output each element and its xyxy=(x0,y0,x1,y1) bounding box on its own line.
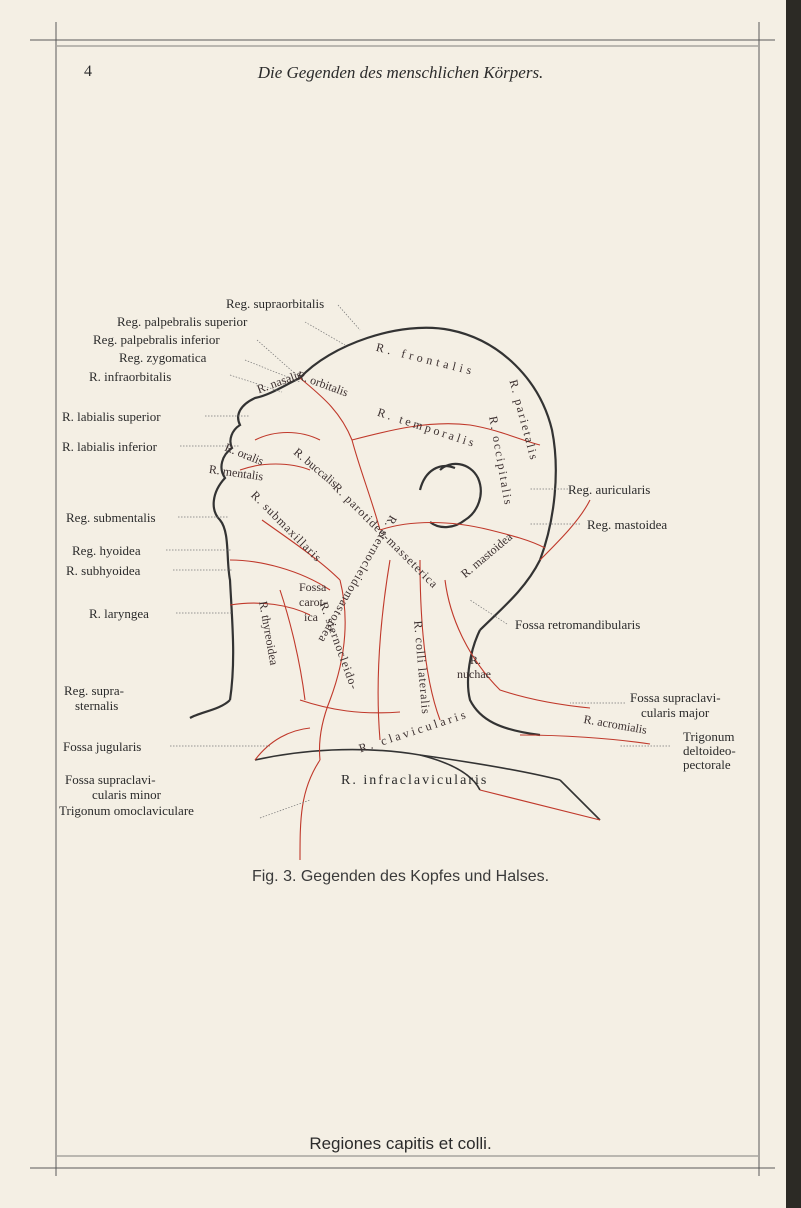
label-r-infraorbitalis: R. infraorbitalis xyxy=(89,369,172,384)
plate-title: Regiones capitis et colli. xyxy=(309,1134,492,1153)
label-trigonum-deltoideopectorale-2: deltoideo- xyxy=(683,743,736,758)
region-lines xyxy=(229,377,651,861)
leader-lines xyxy=(166,304,670,819)
page-title: Die Gegenden des menschlichen Körpers. xyxy=(257,63,544,82)
label-r-infraclavicularis: R. infraclavicularis xyxy=(341,773,489,788)
label-r-nuchae-2: nuchae xyxy=(457,667,491,681)
label-fossa-supraclavicularis-major-2: cularis major xyxy=(641,705,710,720)
label-fossa-carotica-1: Fossa xyxy=(299,580,327,594)
label-fossa-retromandibularis: Fossa retromandibularis xyxy=(515,617,641,632)
label-reg-suprasternalis-1: Reg. supra- xyxy=(64,683,124,698)
label-reg-supraorbitalis: Reg. supraorbitalis xyxy=(226,296,325,311)
label-reg-suprasternalis-2: sternalis xyxy=(75,698,119,713)
label-reg-mastoidea: Reg. mastoidea xyxy=(587,517,668,532)
label-reg-palpebralis-superior: Reg. palpebralis superior xyxy=(117,314,248,329)
label-r-labialis-inferior: R. labialis inferior xyxy=(62,439,157,454)
label-fossa-supraclavicularis-minor-2: cularis minor xyxy=(92,787,161,802)
label-reg-zygomatica: Reg. zygomatica xyxy=(119,350,207,365)
label-fossa-carotica-3: ica xyxy=(304,610,318,624)
label-reg-submentalis: Reg. submentalis xyxy=(66,510,156,525)
label-r-subhyoidea: R. subhyoidea xyxy=(66,563,141,578)
label-r-laryngea: R. laryngea xyxy=(89,606,149,621)
head-outline xyxy=(189,326,557,737)
page-frame xyxy=(30,22,775,1176)
label-fossa-jugularis: Fossa jugularis xyxy=(63,739,142,754)
label-fossa-supraclavicularis-major-1: Fossa supraclavi- xyxy=(630,690,721,705)
label-fossa-supraclavicularis-minor-1: Fossa supraclavi- xyxy=(65,772,156,787)
label-r-nuchae-1: R. xyxy=(470,653,482,667)
label-r-labialis-superior: R. labialis superior xyxy=(62,409,161,424)
label-reg-palpebralis-inferior: Reg. palpebralis inferior xyxy=(93,332,220,347)
label-fossa-carotica-2: carot- xyxy=(299,595,327,609)
label-reg-hyoidea: Reg. hyoidea xyxy=(72,543,141,558)
label-reg-auricularis: Reg. auricularis xyxy=(568,482,651,497)
label-trigonum-deltoideopectorale-3: pectorale xyxy=(683,757,731,772)
label-trigonum-deltoideopectorale-1: Trigonum xyxy=(683,729,735,744)
page-number: 4 xyxy=(84,63,92,80)
figure-caption: Fig. 3. Gegenden des Kopfes und Halses. xyxy=(251,868,550,885)
shoulder-outline xyxy=(254,748,601,821)
label-trigonum-omoclaviculare: Trigonum omoclaviculare xyxy=(59,803,194,818)
book-binding-edge xyxy=(786,0,801,1208)
